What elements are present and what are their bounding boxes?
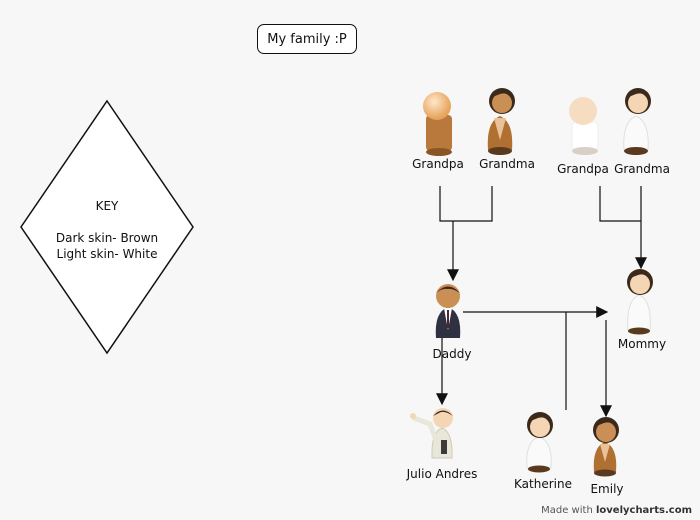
label-mommy: Mommy	[618, 337, 666, 351]
key-line-dark: Dark skin- Brown	[56, 230, 158, 246]
label-katherine: Katherine	[514, 477, 572, 491]
emily-figure	[593, 417, 619, 477]
footer-credit: Made with lovelycharts.com	[541, 505, 692, 516]
label-grandma-brown: Grandma	[479, 157, 535, 171]
label-grandpa-white: Grandpa	[557, 162, 609, 176]
diagram-title: My family :P	[257, 24, 357, 54]
grandpa-brown-figure	[423, 92, 452, 156]
julio-figure	[410, 408, 453, 458]
grandpa-white-figure	[569, 97, 598, 155]
mommy-figure	[627, 269, 653, 335]
label-emily: Emily	[590, 482, 623, 496]
footer-prefix: Made with	[541, 505, 593, 516]
label-daddy: Daddy	[433, 347, 472, 361]
key-heading: KEY	[96, 198, 119, 214]
label-julio: Julio Andres	[407, 467, 478, 481]
key-line-light: Light skin- White	[57, 246, 158, 262]
label-grandma-white: Grandma	[614, 162, 670, 176]
grandma-brown-figure	[488, 88, 515, 155]
footer-brand-link[interactable]: lovelycharts.com	[596, 505, 692, 516]
key-diamond	[21, 101, 193, 353]
grandma-white-figure	[624, 88, 651, 155]
label-grandpa-brown: Grandpa	[412, 157, 464, 171]
connectors	[440, 186, 641, 416]
katherine-figure	[527, 412, 553, 473]
daddy-figure	[436, 284, 461, 338]
connector-white-grandparents	[600, 186, 641, 221]
connector-brown-grandparents	[440, 186, 492, 221]
